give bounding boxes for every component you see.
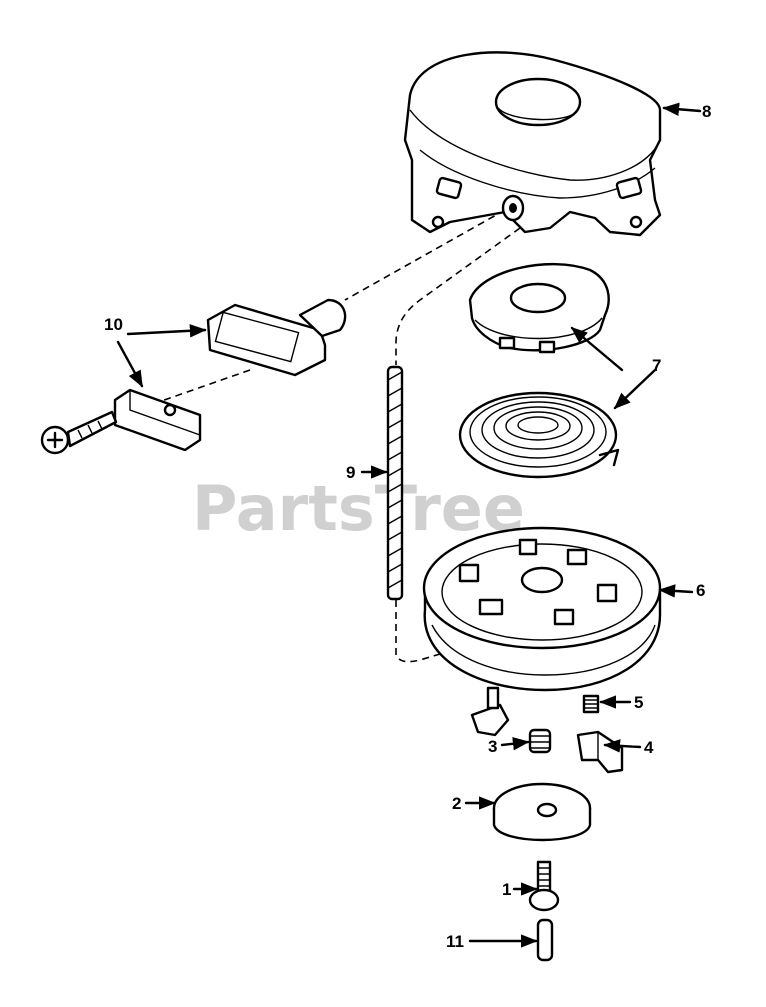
- callout-11: 11: [446, 932, 464, 951]
- callout-leaders: [116, 102, 702, 948]
- part-4-pawl: [576, 730, 624, 774]
- assembly-dashed-lines: [149, 209, 521, 663]
- callout-4: 4: [644, 738, 654, 757]
- part-10-screw: [40, 410, 118, 455]
- callout-10: 10: [104, 315, 123, 334]
- callout-6: 6: [696, 581, 705, 600]
- callout-8: 8: [702, 102, 711, 121]
- callout-5: 5: [634, 693, 643, 712]
- callout-1: 1: [502, 880, 511, 899]
- hub-part: [470, 686, 510, 737]
- part-3-spring: [528, 728, 552, 754]
- watermark: PartsTree: [192, 472, 525, 545]
- part-8-starter-housing: [403, 51, 662, 237]
- callout-3: 3: [488, 737, 497, 756]
- part-7-spring-cover: [468, 263, 610, 354]
- part-10-handle-insert: [113, 388, 202, 452]
- callout-7: 7: [652, 356, 661, 375]
- part-7-recoil-spring: [458, 391, 620, 479]
- part-2-retainer: [492, 782, 592, 842]
- part-10-starter-handle: [206, 298, 347, 377]
- part-5-small-spring: [582, 694, 600, 714]
- part-11-pin: [536, 918, 554, 962]
- part-9-starter-rope: [386, 365, 404, 601]
- callout-9: 9: [346, 463, 355, 482]
- part-1-screw: [528, 860, 560, 912]
- part-6-pulley: [422, 526, 662, 692]
- callout-2: 2: [452, 794, 461, 813]
